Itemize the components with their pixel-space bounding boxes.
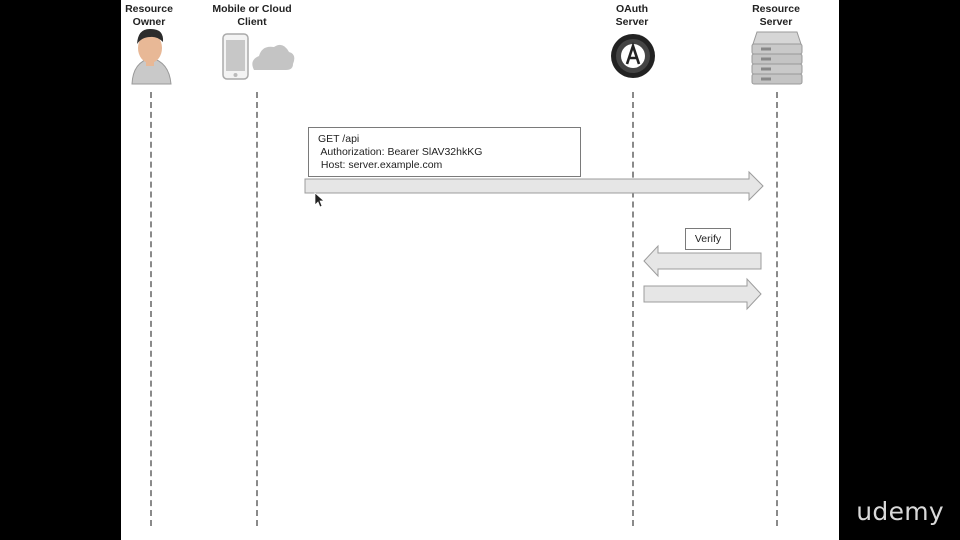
cloud-icon — [252, 44, 295, 70]
server-rack-icon — [751, 31, 803, 85]
request-line-authorization: Authorization: Bearer SlAV32hkKG — [318, 146, 483, 158]
arrow-oauth-to-resource-server — [643, 277, 762, 311]
udemy-watermark: udemy — [856, 497, 944, 526]
mouse-cursor-icon — [314, 192, 325, 208]
verify-label: Verify — [685, 228, 731, 250]
lifeline-resource-owner — [150, 92, 152, 526]
person-icon — [131, 28, 172, 85]
oauth-logo-icon — [611, 34, 655, 78]
lifeline-oauth-server — [632, 92, 634, 526]
arrow-client-to-resource-server — [304, 170, 764, 202]
request-line-host: Host: server.example.com — [318, 159, 443, 171]
arrow-resource-server-to-oauth — [643, 244, 762, 278]
lifeline-client — [256, 92, 258, 526]
smartphone-icon — [222, 33, 249, 80]
request-line-method: GET /api — [318, 133, 360, 145]
request-message-box: GET /api Authorization: Bearer SlAV32hkK… — [308, 127, 581, 177]
lifeline-resource-server — [776, 92, 778, 526]
